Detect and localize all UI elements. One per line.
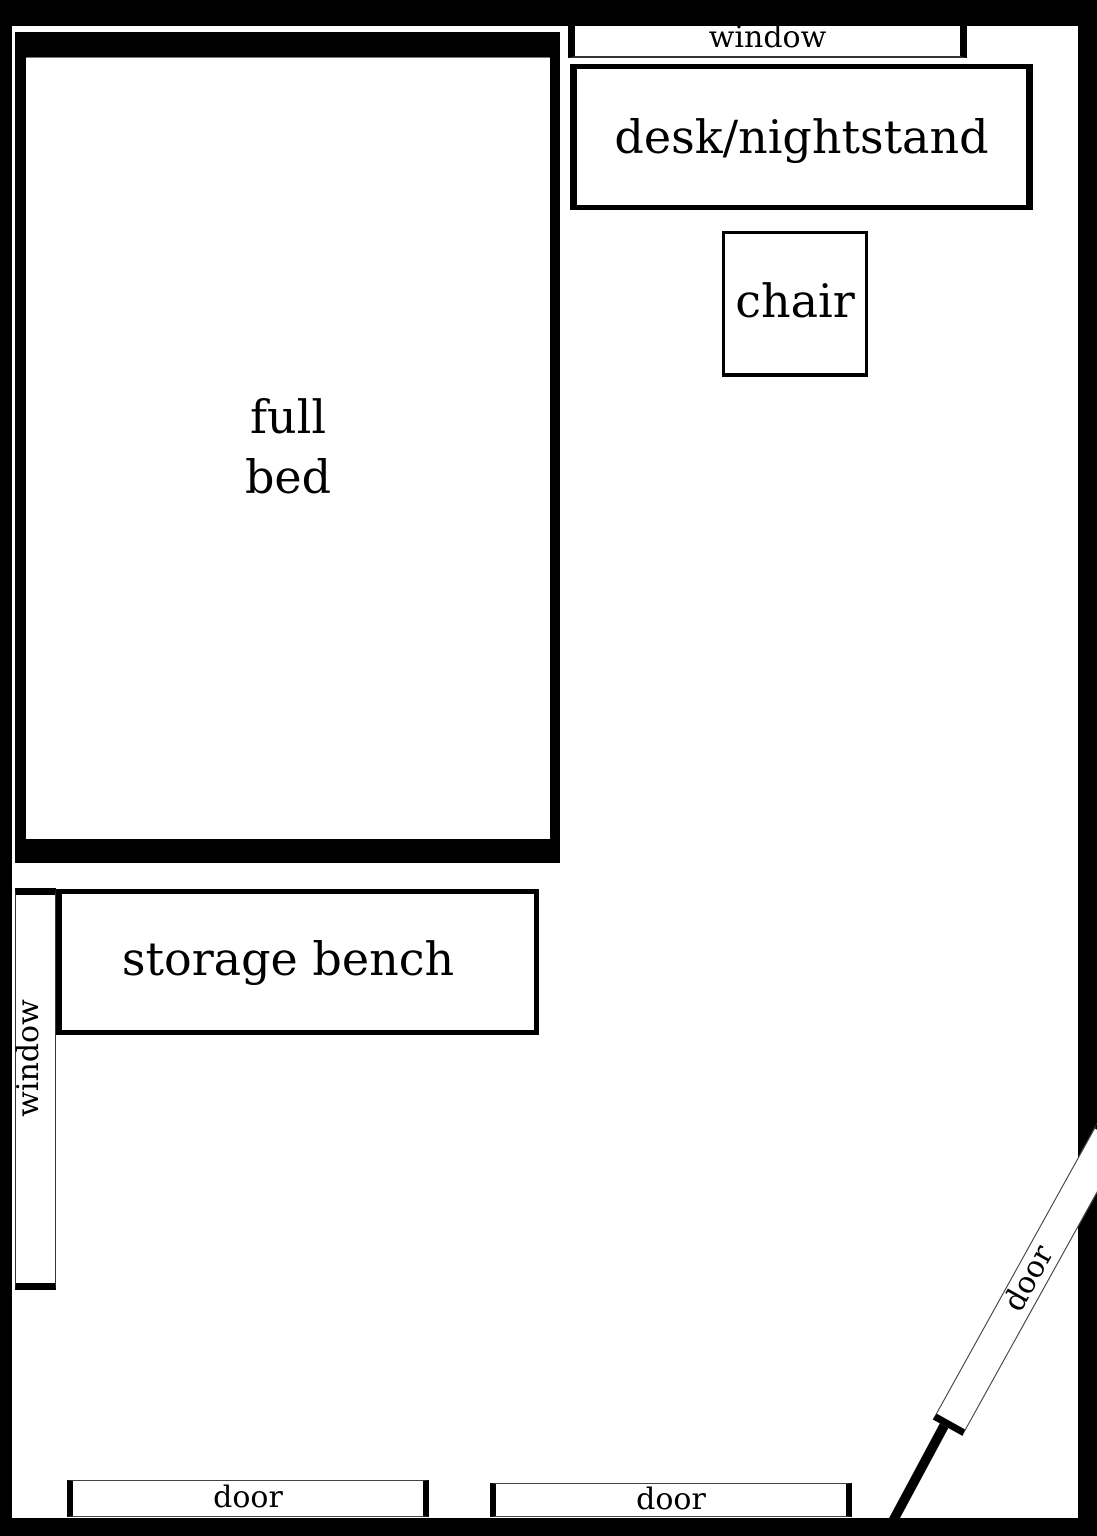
chair-label: chair	[735, 273, 855, 328]
door-bottom-right-label: door	[636, 1481, 706, 1517]
full-bed-label: full bed	[26, 57, 550, 839]
chair: chair	[722, 231, 868, 377]
door-bottom-left-label: door	[213, 1480, 283, 1515]
full-bed-mattress	[26, 57, 550, 839]
window-left: window	[10, 888, 56, 1290]
storage-bench-label: storage bench	[121, 932, 455, 986]
desk-nightstand: desk/nightstand	[570, 64, 1033, 210]
window-top-label: window	[708, 19, 827, 55]
door-bottom-left: door	[67, 1480, 429, 1517]
desk-label: desk/nightstand	[614, 110, 989, 164]
window-top: window	[568, 20, 967, 58]
door-bottom-right: door	[490, 1481, 852, 1517]
bed-label-line1: full	[249, 390, 327, 445]
bed-label-line2: bed	[244, 450, 332, 504]
storage-bench: storage bench	[55, 889, 539, 1035]
